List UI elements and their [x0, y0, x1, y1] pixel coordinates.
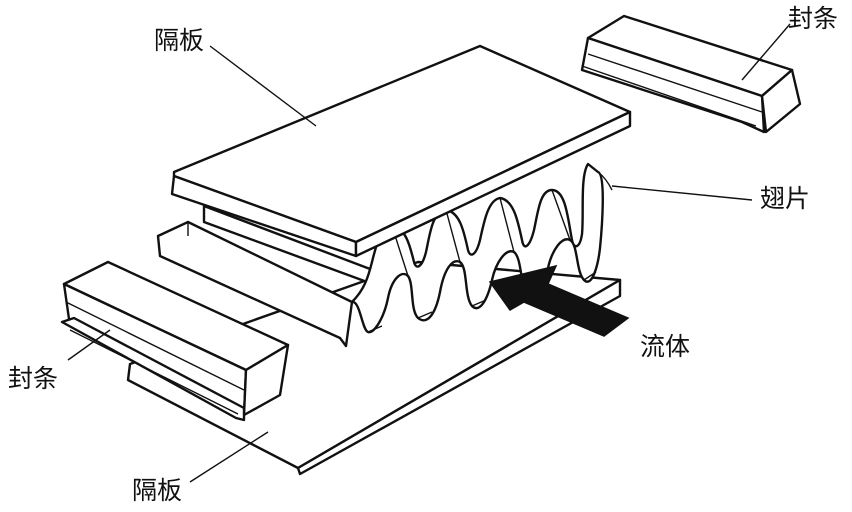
label-fluid: 流体: [640, 332, 691, 361]
leader-bottom-seal: [67, 329, 111, 361]
leader-top-plate: [209, 45, 317, 127]
label-bottom-plate: 隔板: [132, 476, 183, 505]
leader-top-seal: [741, 23, 791, 81]
fluid-arrow: [488, 264, 630, 337]
top-seal-bar: [580, 14, 802, 134]
leader-lines: [67, 23, 791, 483]
top-plate: [170, 44, 632, 258]
label-fin: 翅片: [760, 184, 811, 213]
bottom-seal-bar: [60, 260, 290, 422]
leader-bottom-plate: [189, 431, 269, 483]
label-top-seal: 封条: [788, 4, 839, 33]
label-top-plate: 隔板: [154, 26, 205, 55]
leader-fin: [611, 185, 753, 201]
label-bottom-seal: 封条: [8, 364, 59, 393]
